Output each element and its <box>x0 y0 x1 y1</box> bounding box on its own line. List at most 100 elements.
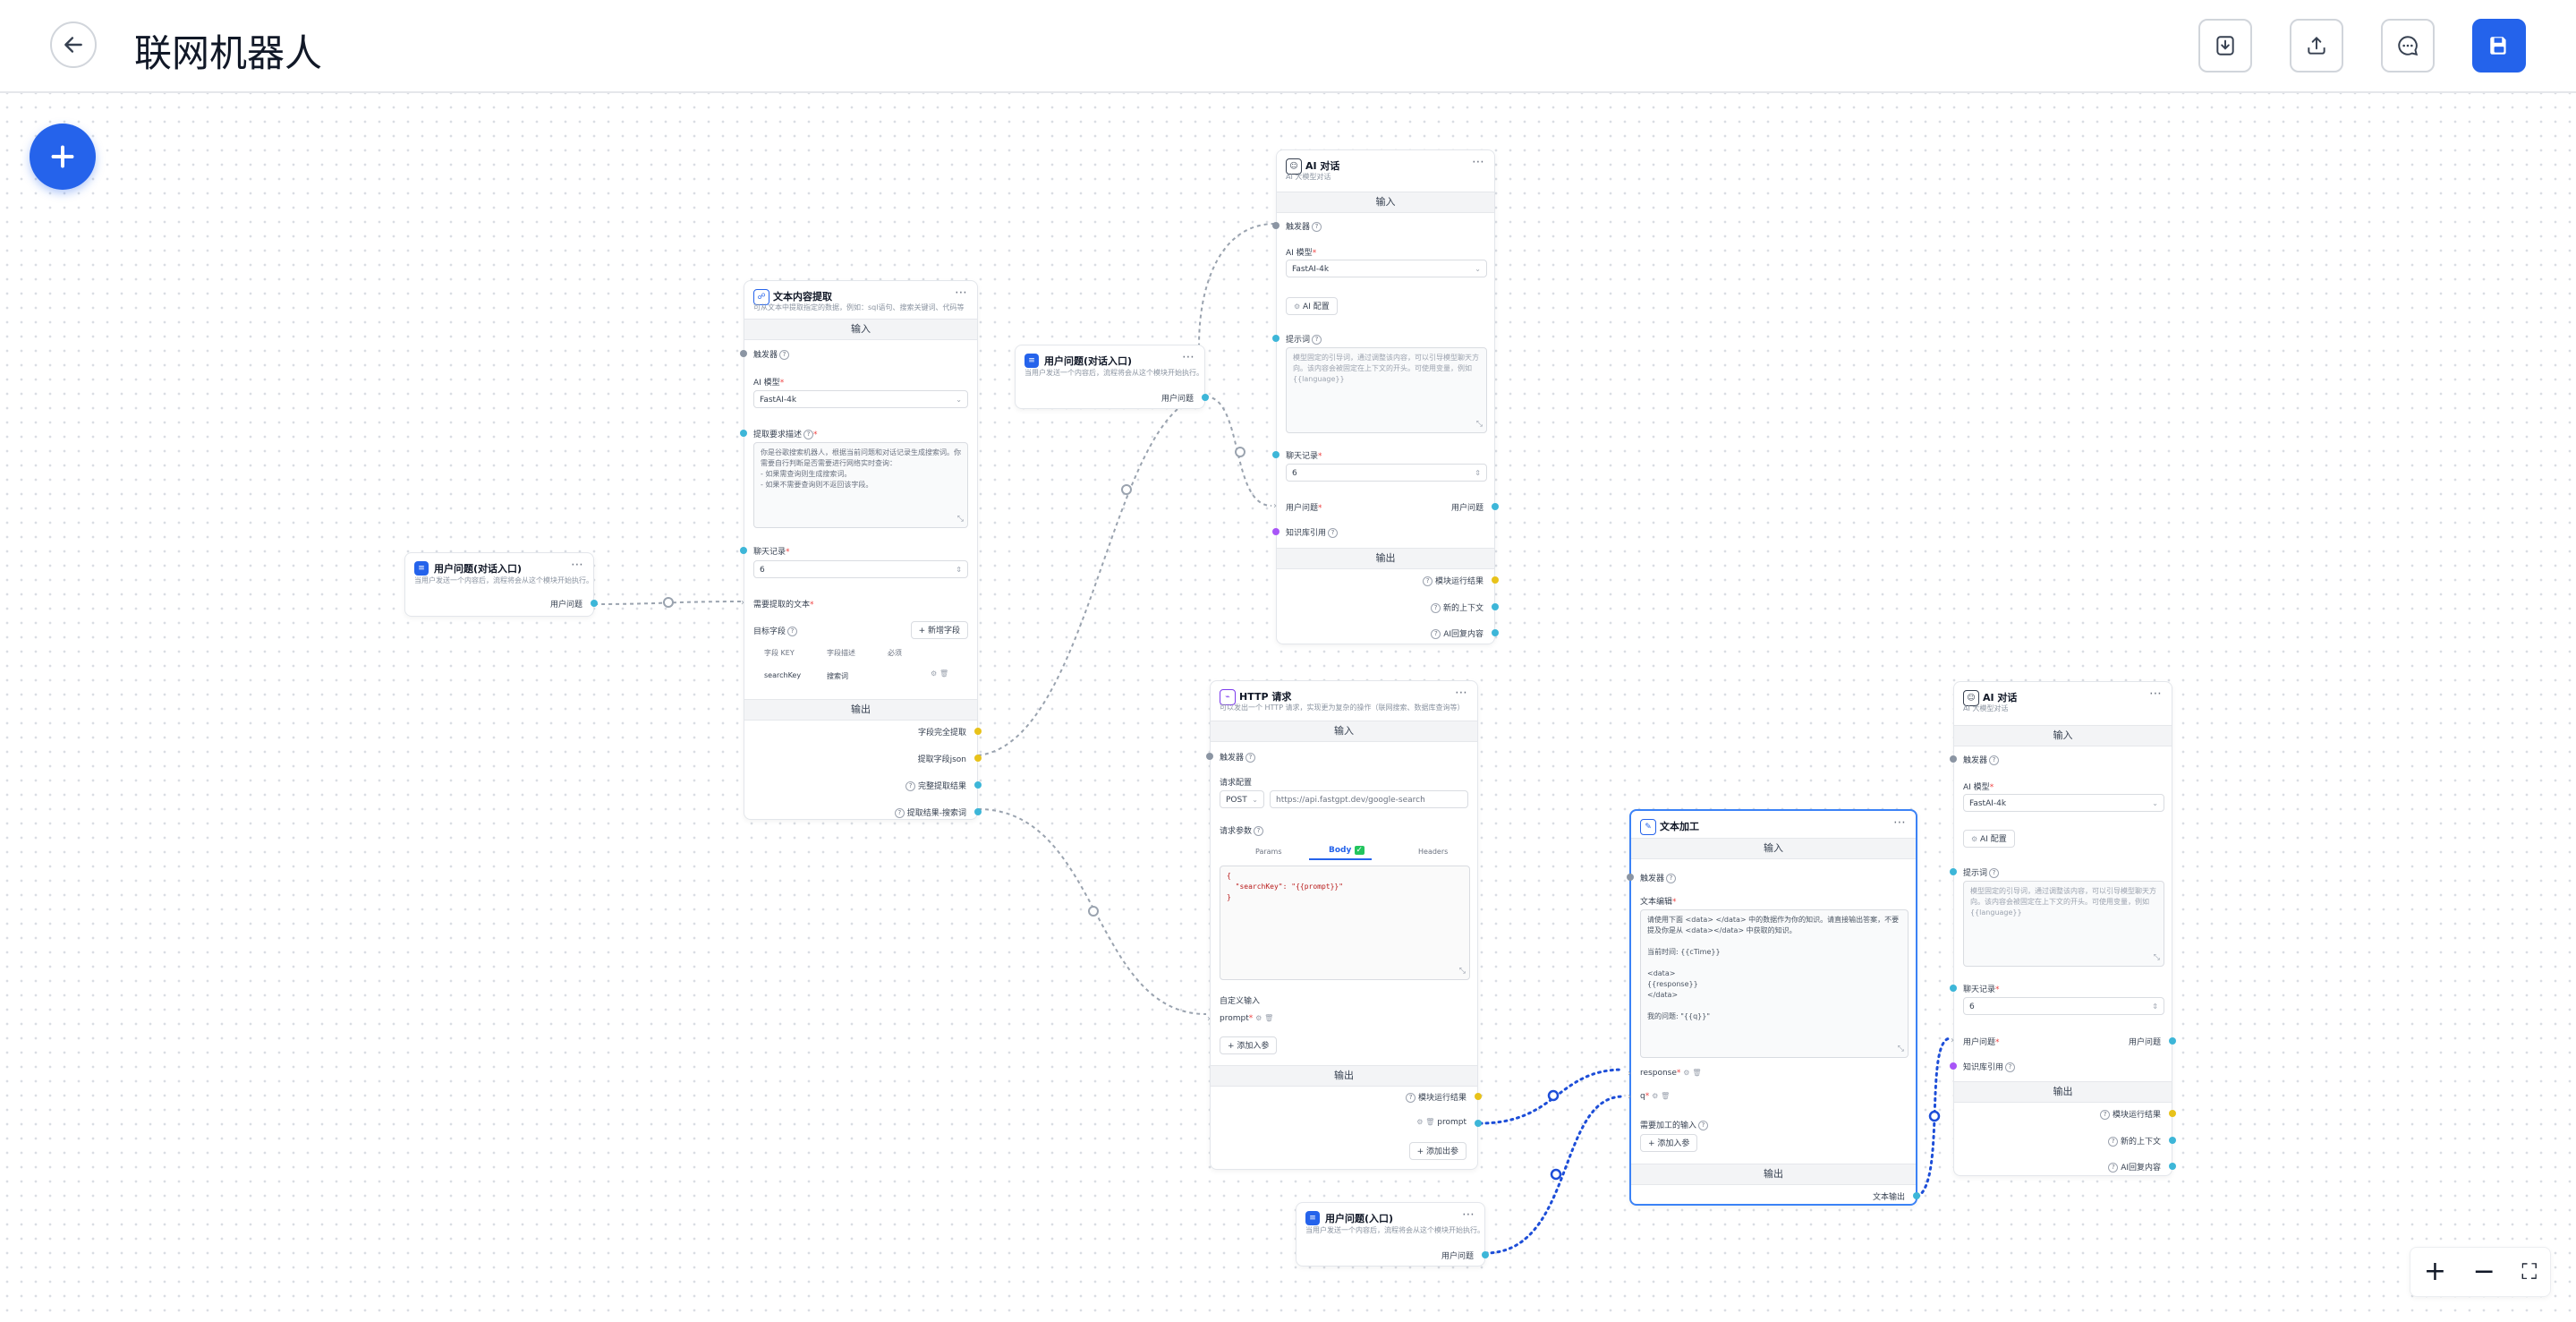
add-output-button[interactable]: + 添加出参 <box>1408 1142 1467 1160</box>
output-label: ? 完整提取结果 <box>904 780 966 791</box>
extract-desc-textarea[interactable]: 你是谷歌搜索机器人，根据当前问题和对话记录生成搜索词。你需要自行判断是否需要进行… <box>753 442 968 528</box>
more-icon[interactable]: ⋯ <box>1182 350 1195 364</box>
source-handle[interactable] <box>974 755 982 762</box>
output-label: ? 模块运行结果 <box>2098 1108 2161 1120</box>
prompt-label: 提示词? <box>1286 333 1322 345</box>
more-icon[interactable]: ⋯ <box>1455 686 1468 700</box>
add-input-button[interactable]: + 添加入参 <box>1640 1134 1698 1152</box>
add-field-button[interactable]: + 新增字段 <box>910 621 968 639</box>
table-cell: 搜索词 <box>827 672 848 680</box>
node-ai-chat-right[interactable]: ☺ AI 对话 ⋯ AI 大模型对话 输入 触发器? AI 模型* FastAI… <box>1950 681 2176 1176</box>
more-icon[interactable]: ⋯ <box>1472 155 1485 169</box>
model-select[interactable]: FastAI-4k⌄ <box>1963 794 2164 812</box>
back-button[interactable] <box>50 21 97 68</box>
trigger-handle[interactable] <box>1950 755 1957 763</box>
history-stepper[interactable]: 6⇕ <box>1286 464 1487 482</box>
source-handle[interactable] <box>2169 1163 2176 1170</box>
source-handle[interactable] <box>1492 576 1499 584</box>
input-handle[interactable] <box>740 547 747 554</box>
tab-params[interactable]: Params <box>1255 848 1282 856</box>
node-user-input-bottom[interactable]: ≡ 用户问题(入口) ⋯ 当用户发送一个内容后，流程将会从这个模块开始执行。 用… <box>1296 1202 1489 1267</box>
output-label: 用户问题 <box>1450 504 1484 513</box>
chat-test-button[interactable] <box>2381 19 2435 72</box>
zoom-out-button[interactable]: − <box>2472 1256 2495 1287</box>
http-icon: ⌁ <box>1220 689 1236 705</box>
edge-userq-to-aitrigger <box>1198 223 1276 397</box>
source-handle[interactable] <box>974 728 982 735</box>
trigger-handle[interactable] <box>1272 222 1279 229</box>
source-handle[interactable] <box>974 781 982 789</box>
input-handle[interactable] <box>740 430 747 437</box>
node-user-input-left[interactable]: ≡ 用户问题(对话入口) ⋯ 当用户发送一个内容后，流程将会从这个模块开始执行。… <box>404 552 598 617</box>
trigger-handle[interactable] <box>1206 753 1213 760</box>
history-stepper[interactable]: 6⇕ <box>1963 997 2164 1015</box>
node-user-input-top[interactable]: ≡ 用户问题(对话入口) ⋯ 当用户发送一个内容后，流程将会从这个模块开始执行。… <box>1015 345 1209 409</box>
node-title: 文本内容提取 <box>773 291 832 303</box>
ai-config-button[interactable]: ⚙ AI 配置 <box>1963 830 2015 848</box>
input-handle[interactable] <box>1950 868 1957 875</box>
user-input-icon: ≡ <box>414 561 429 576</box>
zoom-in-button[interactable]: + <box>2423 1256 2446 1287</box>
body-editor[interactable]: { "searchKey": "{{prompt}}" }⤡ <box>1220 866 1470 980</box>
history-stepper[interactable]: 6⇕ <box>753 560 968 578</box>
node-title: AI 对话 <box>1305 160 1340 172</box>
more-icon[interactable]: ⋯ <box>1893 815 1907 830</box>
node-ai-chat-top[interactable]: ☺ AI 对话 ⋯ AI 大模型对话 输入 触发器? AI 模型* FastAI… <box>1272 149 1499 644</box>
source-handle[interactable] <box>974 808 982 815</box>
input-handle[interactable] <box>1272 528 1279 535</box>
node-text-extract[interactable]: ☍ 文本内容提取 ⋯ 可从文本中提取指定的数据，例如：sql语句、搜索关键词、代… <box>740 280 982 820</box>
source-handle[interactable] <box>1492 603 1499 610</box>
output-label: 文本输出 <box>1872 1193 1905 1202</box>
trigger-handle[interactable] <box>1627 874 1634 881</box>
node-text-process[interactable]: ✎ 文本加工 ⋯ 输入 触发器? 文本编辑* 请使用下面 <data> </da… <box>1627 809 1920 1206</box>
source-handle[interactable] <box>1482 1251 1489 1258</box>
add-node-button[interactable] <box>30 124 96 190</box>
more-icon[interactable]: ⋯ <box>571 558 584 572</box>
source-handle[interactable] <box>591 600 598 607</box>
source-handle[interactable] <box>1492 503 1499 510</box>
tab-headers[interactable]: Headers <box>1418 848 1449 856</box>
row-actions[interactable]: ⚙ 🗑 <box>931 670 948 678</box>
text-editor[interactable]: 请使用下面 <data> </data> 中的数据作为你的知识。请直接输出答案，… <box>1640 909 1909 1058</box>
prompt-textarea[interactable]: 模型固定的引导词，通过调整该内容，可以引导模型聊天方向。该内容会被固定在上下文的… <box>1963 881 2164 967</box>
more-icon[interactable]: ⋯ <box>2149 687 2163 701</box>
section-input: 输入 <box>1954 725 2172 746</box>
prompt-textarea[interactable]: 模型固定的引导词，通过调整该内容，可以引导模型聊天方向。该内容会被固定在上下文的… <box>1286 347 1487 433</box>
source-handle[interactable] <box>1475 1120 1482 1127</box>
source-handle[interactable] <box>2169 1137 2176 1144</box>
more-icon[interactable]: ⋯ <box>955 286 968 300</box>
import-button[interactable] <box>2198 19 2252 72</box>
ai-config-button[interactable]: ⚙ AI 配置 <box>1286 297 1338 315</box>
input-handle[interactable] <box>1272 451 1279 458</box>
source-handle[interactable] <box>2169 1110 2176 1117</box>
history-label: 聊天记录* <box>1286 452 1322 461</box>
source-handle[interactable] <box>1475 1093 1482 1100</box>
target-arrow-icon: › <box>1628 1069 1631 1079</box>
more-icon[interactable]: ⋯ <box>1462 1207 1475 1222</box>
input-handle[interactable] <box>1272 335 1279 342</box>
output-label: ? AI回复内容 <box>2106 1161 2161 1173</box>
source-handle[interactable] <box>1202 394 1209 401</box>
edge-delete-dot <box>1121 484 1132 495</box>
input-handle[interactable] <box>1950 985 1957 992</box>
tab-body[interactable]: Body ✓ <box>1329 846 1365 855</box>
source-handle[interactable] <box>1492 629 1499 636</box>
source-handle[interactable] <box>1913 1192 1920 1199</box>
trigger-handle[interactable] <box>740 350 747 357</box>
add-input-button[interactable]: + 添加入参 <box>1220 1036 1278 1054</box>
node-http-request[interactable]: ⌁ HTTP 请求 ⋯ 可以发出一个 HTTP 请求，实现更为复杂的操作（联网搜… <box>1206 680 1482 1170</box>
request-config-label: 请求配置 <box>1220 779 1253 788</box>
fit-view-button[interactable]: ⛶ <box>2521 1259 2538 1284</box>
target-field-label: 目标字段? <box>753 625 798 636</box>
save-button[interactable] <box>2472 19 2526 72</box>
method-select[interactable]: POST⌄ <box>1220 790 1264 808</box>
export-button[interactable] <box>2290 19 2343 72</box>
table-cell: searchKey <box>764 671 802 679</box>
input-handle[interactable] <box>1950 1062 1957 1070</box>
model-select[interactable]: FastAI-4k⌄ <box>753 390 968 408</box>
model-select[interactable]: FastAI-4k⌄ <box>1286 260 1487 277</box>
url-input[interactable]: https://api.fastgpt.dev/google-search <box>1270 790 1468 808</box>
source-handle[interactable] <box>2169 1037 2176 1045</box>
node-desc: 当用户发送一个内容后，流程将会从这个模块开始执行。 <box>414 576 593 584</box>
table-header: 字段 KEY <box>764 649 795 657</box>
